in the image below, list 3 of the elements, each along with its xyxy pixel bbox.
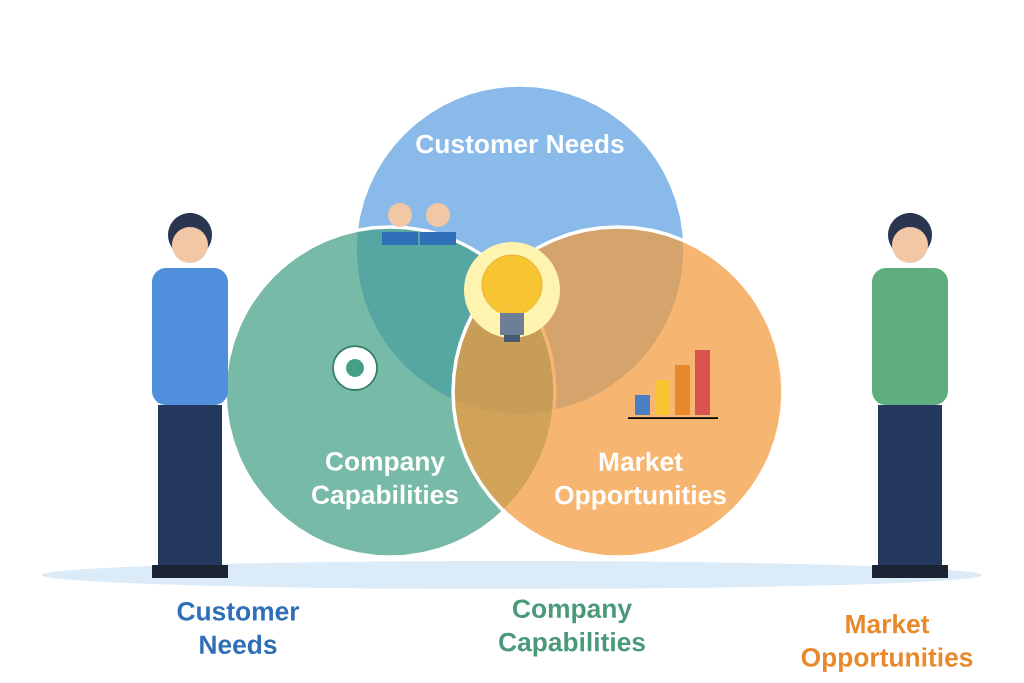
caption-text: Customer Needs <box>177 602 300 654</box>
caption-text: Company Capabilities <box>499 599 645 657</box>
caption-text: Market Opportunities <box>801 614 973 672</box>
